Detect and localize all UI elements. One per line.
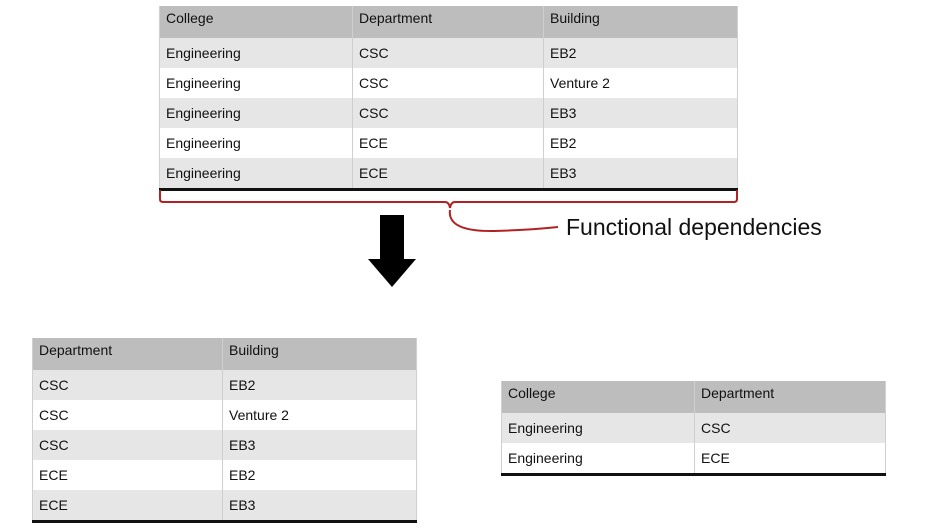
table-cell: Engineering (501, 443, 695, 476)
table-cell: Engineering (159, 98, 353, 128)
table-cell: CSC (352, 38, 544, 68)
column-header: Building (543, 6, 738, 38)
table-cell: EB2 (222, 460, 417, 490)
table-row: Engineering CSC EB3 (159, 98, 738, 128)
column-header: College (159, 6, 353, 38)
table-row: Engineering CSC Venture 2 (159, 68, 738, 98)
table-cell: EB2 (543, 128, 738, 158)
table-row: CSC EB2 (32, 370, 417, 400)
table-header-row: College Department (501, 381, 886, 413)
table-cell: Engineering (159, 68, 353, 98)
table-cell: ECE (694, 443, 886, 476)
college-department-table: College Department Engineering CSC Engin… (501, 381, 886, 476)
table-cell: ECE (352, 158, 544, 191)
table-cell: CSC (694, 413, 886, 443)
table-header-row: Department Building (32, 338, 417, 370)
column-header: Department (32, 338, 223, 370)
table-cell: EB2 (543, 38, 738, 68)
column-header: Department (352, 6, 544, 38)
table-cell: Venture 2 (543, 68, 738, 98)
table-cell: ECE (32, 490, 223, 523)
table-row: CSC EB3 (32, 430, 417, 460)
table-row: Engineering ECE (501, 443, 886, 476)
down-arrow-icon (368, 215, 416, 287)
table-row: CSC Venture 2 (32, 400, 417, 430)
department-building-table: Department Building CSC EB2 CSC Venture … (32, 338, 417, 523)
table-row: ECE EB2 (32, 460, 417, 490)
column-header: Building (222, 338, 417, 370)
brace-icon (159, 190, 738, 209)
table-cell: Engineering (159, 158, 353, 191)
original-relation-table: College Department Building Engineering … (159, 6, 738, 191)
table-cell: ECE (352, 128, 544, 158)
table-cell: CSC (32, 370, 223, 400)
column-header: College (501, 381, 695, 413)
table-row: Engineering CSC EB2 (159, 38, 738, 68)
leader-line (448, 209, 559, 233)
table-cell: CSC (352, 98, 544, 128)
table-cell: Engineering (159, 38, 353, 68)
column-header: Department (694, 381, 886, 413)
table-cell: CSC (32, 400, 223, 430)
table-row: ECE EB3 (32, 490, 417, 523)
table-cell: EB3 (222, 490, 417, 523)
table-row: Engineering ECE EB2 (159, 128, 738, 158)
table-header-row: College Department Building (159, 6, 738, 38)
table-row: Engineering ECE EB3 (159, 158, 738, 191)
table-cell: Engineering (159, 128, 353, 158)
table-cell: CSC (32, 430, 223, 460)
table-cell: EB3 (543, 158, 738, 191)
functional-dependencies-label: Functional dependencies (566, 214, 822, 240)
table-cell: EB2 (222, 370, 417, 400)
table-cell: EB3 (543, 98, 738, 128)
table-row: Engineering CSC (501, 413, 886, 443)
table-cell: CSC (352, 68, 544, 98)
table-cell: ECE (32, 460, 223, 490)
table-cell: Venture 2 (222, 400, 417, 430)
table-cell: Engineering (501, 413, 695, 443)
table-cell: EB3 (222, 430, 417, 460)
